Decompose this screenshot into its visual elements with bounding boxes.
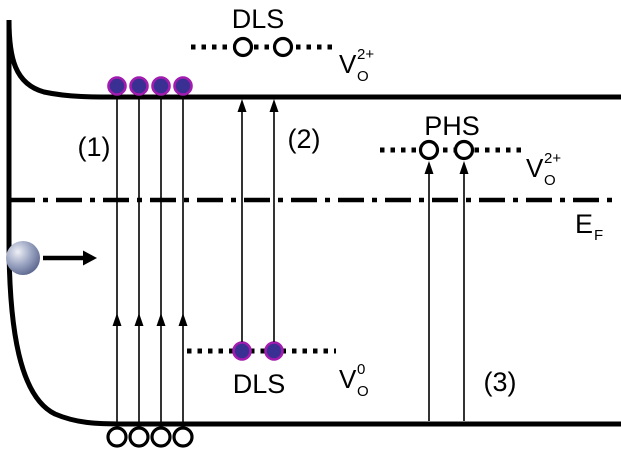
lower-dls-electron (232, 341, 252, 361)
vacancy-phs-superscript: 2+ (544, 150, 561, 167)
transition-2-arrowhead (269, 99, 279, 112)
vacancy-lower-symbol: V (339, 364, 357, 394)
vacancy-upper-symbol: V (339, 49, 357, 79)
fermi-level-symbol: E (575, 209, 593, 239)
vacancy-phs-symbol: V (526, 153, 544, 183)
transition-1-arrowhead (134, 313, 144, 326)
lower-dls-electron (264, 341, 284, 361)
upper-dls-empty-state (232, 36, 254, 58)
phs-label: PHS (424, 111, 480, 141)
vacancy-phs-subscript: O (544, 172, 556, 189)
phs-empty-state (418, 139, 440, 161)
incident-particle (6, 241, 97, 275)
transition-2-arrowhead (237, 99, 247, 112)
vacancy-upper-subscript: O (357, 68, 369, 85)
valence-hole (172, 426, 194, 448)
particle-direction-arrowhead (83, 250, 97, 266)
transition-1-arrowhead (178, 313, 188, 326)
surface-electron (107, 76, 127, 96)
transition-3-arrowhead (424, 161, 434, 174)
transition-1-arrowhead (156, 313, 166, 326)
transition-2-label: (2) (288, 124, 321, 154)
transition-1-arrows (112, 95, 188, 429)
surface-electron (173, 76, 193, 96)
vacancy-lower-subscript: O (357, 383, 369, 400)
transition-1-arrowhead (112, 313, 122, 326)
valence-hole (106, 426, 128, 448)
upper-dls-level (191, 36, 338, 58)
lower-dls-level (187, 341, 336, 361)
transition-1-label: (1) (78, 132, 111, 162)
phs-level (380, 139, 522, 161)
particle-sphere (6, 241, 40, 275)
dls-lower-label: DLS (233, 369, 286, 399)
valence-band-edge (6, 20, 621, 427)
phs-empty-state (453, 139, 475, 161)
conduction-band-edge (6, 19, 621, 100)
surface-electron (129, 76, 149, 96)
valence-hole (128, 426, 150, 448)
transition-3-arrowhead (459, 161, 469, 174)
transition-3-arrows (424, 161, 469, 421)
transition-3-label: (3) (484, 367, 517, 397)
transition-2-arrows (237, 99, 279, 342)
vacancy-upper-superscript: 2+ (357, 46, 374, 63)
valence-hole (150, 426, 172, 448)
upper-dls-empty-state (272, 36, 294, 58)
surface-electron (151, 76, 171, 96)
valence-band-holes (106, 426, 194, 448)
vacancy-lower-superscript: 0 (357, 361, 365, 378)
dls-upper-label: DLS (232, 4, 285, 34)
fermi-level-subscript: F (594, 227, 603, 244)
surface-electrons (107, 76, 193, 96)
